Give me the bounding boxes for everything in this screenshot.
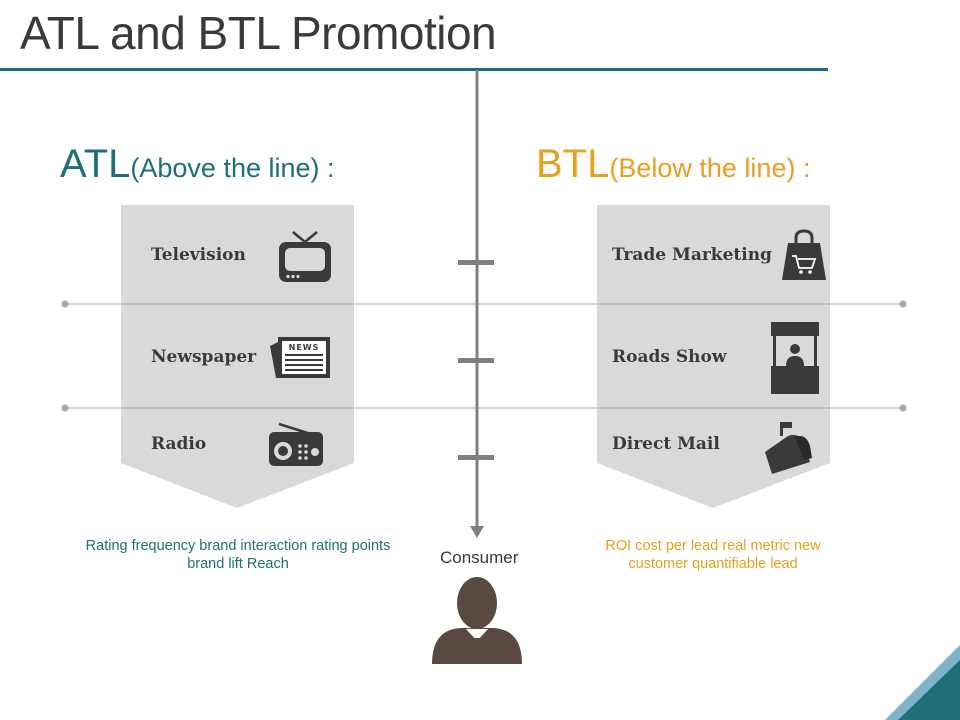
atl-heading-subtitle: (Above the line) : [130,153,335,183]
axis-tick [458,455,494,460]
atl-heading: ATL(Above the line) : [60,142,335,187]
title-underline [0,68,828,71]
atl-heading-abbr: ATL [60,142,131,186]
atl-item-newspaper: Newspaper [151,347,257,367]
mailbox-icon [765,422,812,474]
booth-icon [771,322,819,394]
btl-heading-abbr: BTL [536,142,610,186]
person-icon [432,577,522,664]
atl-item-television: Television [151,245,246,265]
shopping-bag-icon [782,229,826,280]
btl-item-roads-show: Roads Show [612,347,727,367]
axis-tick [458,260,494,265]
btl-heading-subtitle: (Below the line) : [609,153,811,183]
separator-line-top [61,300,907,308]
television-icon [279,231,331,282]
radio-icon [269,422,323,466]
btl-panel [597,205,830,508]
axis-tick [458,358,494,363]
newspaper-icon: NEWS [270,337,330,378]
separator-line-bottom [61,404,907,412]
atl-item-radio: Radio [151,434,207,454]
consumer-label: Consumer [440,548,519,567]
btl-item-direct-mail: Direct Mail [612,434,720,454]
btl-item-trade-marketing: Trade Marketing [612,245,772,265]
btl-heading: BTL(Below the line) : [536,142,810,187]
btl-metrics-note: ROI cost per lead real metric new custom… [605,538,821,572]
atl-metrics-note: Rating frequency brand interaction ratin… [85,538,391,572]
newspaper-icon-text: NEWS [289,343,320,352]
center-axis-arrow [470,70,484,538]
page-title: ATL and BTL Promotion [20,7,497,59]
corner-accent [885,645,960,720]
